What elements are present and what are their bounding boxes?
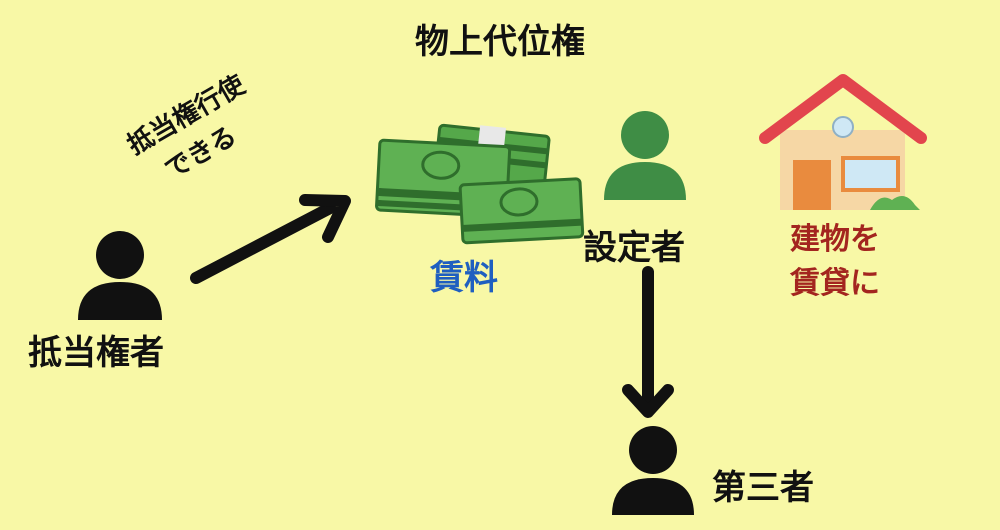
- page-title: 物上代位権: [415, 22, 585, 62]
- money-stack-icon: [375, 123, 585, 245]
- rent-label: 賃料: [430, 258, 498, 298]
- lease-label: 建物を 賃貸に: [790, 218, 880, 306]
- house-icon: [759, 74, 927, 210]
- lease-label-line2: 賃貸に: [790, 266, 880, 301]
- third-party-label: 第三者: [712, 468, 814, 508]
- lease-label-line1: 建物を: [790, 222, 880, 257]
- third-party-person-icon: [612, 426, 694, 515]
- lease-arrow: [622, 266, 674, 418]
- setter-person-icon: [604, 111, 686, 200]
- mortgagee-person-icon: [78, 231, 162, 320]
- mortgagee-label: 抵当権者: [28, 333, 164, 373]
- enforcement-arrow: [190, 194, 351, 284]
- setter-label: 設定者: [583, 228, 685, 268]
